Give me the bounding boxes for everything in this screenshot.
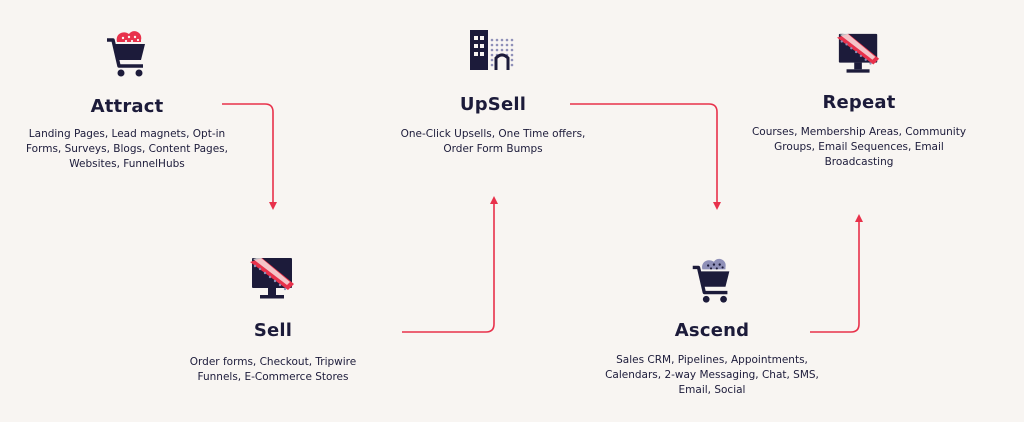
shopping-cart-icon [692, 258, 730, 303]
step-upsell: UpSell One-Click Upsells, One Time offer… [386, 28, 600, 157]
arrow-attract-to-sell [222, 103, 277, 210]
desc-line: Forms, Surveys, Blogs, Content Pages, [26, 143, 228, 155]
desc-line: Landing Pages, Lead magnets, Opt-in [28, 128, 226, 140]
step-ascend: Ascend Sales CRM, Pipelines, Appointment… [600, 254, 824, 398]
step-description: One-Click Upsells, One Time offers, Orde… [386, 127, 600, 157]
desc-line: Email, Social [678, 384, 746, 396]
step-title: Attract [90, 96, 164, 117]
desc-line: Order Form Bumps [443, 143, 543, 155]
step-description: Landing Pages, Lead magnets, Opt-in Form… [20, 127, 234, 172]
desc-line: Calendars, 2-way Messaging, Chat, SMS, [605, 369, 819, 381]
building-icon [470, 30, 514, 70]
desc-line: Order forms, Checkout, Tripwire [189, 356, 357, 368]
step-title: UpSell [459, 94, 527, 115]
step-title: Sell [253, 320, 293, 341]
step-attract: Attract Landing Pages, Lead magnets, Opt… [20, 26, 234, 172]
desc-line: Courses, Membership Areas, Community [751, 126, 967, 138]
step-description: Courses, Membership Areas, Community Gro… [746, 125, 972, 170]
desc-line: Websites, FunnelHubs [69, 158, 185, 170]
arrow-sell-to-upsell [402, 196, 498, 333]
shopping-cart-icon [107, 31, 145, 77]
step-sell: Sell Order forms, Checkout, Tripwire Fun… [168, 254, 378, 385]
step-description: Sales CRM, Pipelines, Appointments, Cale… [600, 353, 824, 398]
step-title: Ascend [674, 320, 750, 341]
desc-line: Sales CRM, Pipelines, Appointments, [616, 354, 808, 366]
desc-line: Broadcasting [824, 156, 894, 168]
monitor-icon [836, 32, 880, 73]
desc-line: Funnels, E-Commerce Stores [197, 371, 349, 383]
step-description: Order forms, Checkout, Tripwire Funnels,… [168, 355, 378, 385]
step-title: Repeat [822, 92, 896, 113]
arrow-upsell-to-ascend [570, 103, 721, 210]
desc-line: Groups, Email Sequences, Email [774, 141, 944, 153]
monitor-icon [250, 257, 294, 299]
arrow-ascend-to-repeat [810, 214, 863, 333]
desc-line: One-Click Upsells, One Time offers, [400, 128, 586, 140]
step-repeat: Repeat Courses, Membership Areas, Commun… [746, 30, 972, 170]
